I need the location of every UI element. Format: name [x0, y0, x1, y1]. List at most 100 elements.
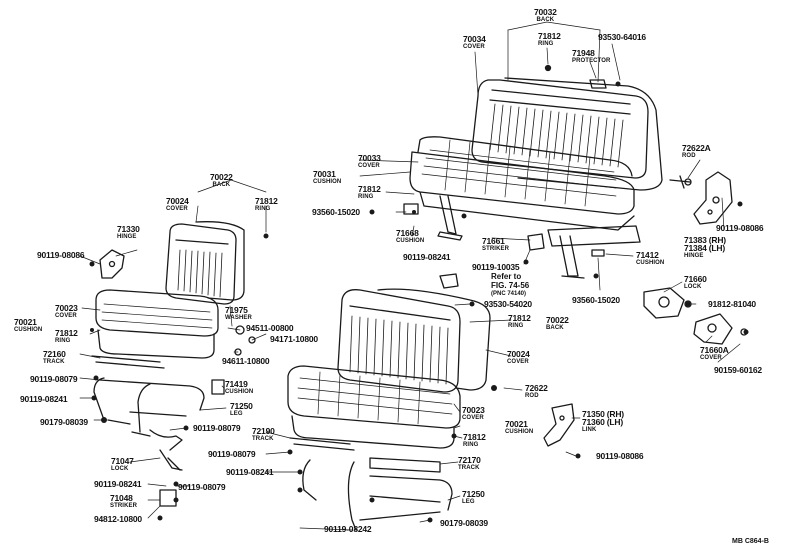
part-number: 94171-10800: [270, 334, 318, 344]
callout-71360: 71360 (LH) LINK: [582, 418, 623, 434]
callout-71812-center-cushion: 71812 RING: [463, 433, 486, 449]
part-number: 90119-08079: [30, 374, 78, 384]
part-number: 90119-08086: [596, 451, 644, 461]
part-name: STRIKER: [482, 246, 510, 252]
part-number: 93560-15020: [312, 207, 360, 217]
part-number: 71975: [225, 305, 248, 315]
left-seat-cushion: [95, 289, 219, 359]
callout-70022-left: 70022 BACK: [210, 173, 233, 189]
part-number: 90119-08242: [324, 524, 372, 534]
part-number: 94511-00800: [246, 323, 294, 333]
part-number: 71812: [255, 196, 278, 206]
callout-70023-center: 70023 COVER: [462, 406, 485, 422]
part-name: COVER: [358, 163, 380, 169]
part-number: 72622A: [682, 143, 711, 153]
callout-71812-left: 71812 RING: [255, 197, 278, 213]
part-number: 90179-08039: [40, 417, 88, 427]
part-number: 90119-08086: [716, 223, 764, 233]
part-number: 90119-08079: [193, 423, 241, 433]
part-number: 90179-08039: [440, 518, 488, 528]
part-number: 71660: [684, 274, 707, 284]
part-name: WASHER: [225, 315, 252, 321]
part-name: RING: [55, 338, 71, 344]
part-name: COVER: [507, 359, 529, 365]
callout-70022-center: 70022 BACK: [546, 316, 569, 332]
part-number: 70024: [166, 196, 189, 206]
part-number: 90119-08086: [37, 250, 85, 260]
callout-70031: 70031 CUSHION: [313, 170, 341, 186]
rear-seat-back: [471, 77, 663, 191]
part-name: TRACK: [458, 465, 480, 471]
callout-70034: 70034 COVER: [463, 35, 486, 51]
part-name: BACK: [212, 182, 231, 188]
part-number: 71668: [396, 228, 419, 238]
callout-93530-64016: 93530-64016: [598, 33, 646, 42]
callout-93560-15020-center: 93560-15020: [572, 295, 620, 305]
center-seat-frame: [289, 273, 575, 531]
callout-71975: 71975 WASHER: [225, 306, 252, 322]
part-number: 71948: [572, 48, 595, 58]
refer-pnc: (PNC 74140): [491, 291, 527, 297]
part-name: STRIKER: [110, 503, 138, 509]
callout-70023-left: 70023 COVER: [55, 304, 78, 320]
part-number: 71660A: [700, 345, 729, 355]
part-name: TRACK: [43, 359, 65, 365]
callout-70021-left: 70021 CUSHION: [14, 318, 42, 334]
part-number: 90119-08079: [178, 482, 226, 492]
callout-71330: 71330 HINGE: [117, 225, 140, 241]
center-seat-cushion: [287, 365, 461, 449]
part-number: 90119-08241: [403, 252, 451, 262]
callout-90119-10035: 90119-10035: [472, 263, 520, 272]
part-number: 71812: [538, 31, 561, 41]
part-number: 71412: [636, 250, 659, 260]
callout-70024-center: 70024 COVER: [507, 350, 530, 366]
part-name: LEG: [462, 499, 475, 505]
callout-71048: 71048 STRIKER: [110, 494, 137, 510]
callout-90119-08086-rear: 90119-08086: [716, 223, 764, 233]
part-name: HINGE: [117, 234, 137, 240]
callout-90179-08039-left: 90179-08039: [40, 417, 88, 427]
refer-text: Refer to: [491, 272, 522, 281]
part-number: 71250: [230, 401, 253, 411]
part-name: CUSHION: [14, 327, 43, 333]
part-number: 71047: [111, 456, 134, 466]
part-number: 70023: [55, 303, 78, 313]
part-number: 70032: [534, 7, 557, 17]
callout-94611-10800: 94611-10800: [222, 357, 270, 366]
part-number: 90119-08241: [20, 394, 68, 404]
part-number: 90119-08079: [208, 449, 256, 459]
callout-71668: 71668 CUSHION: [396, 229, 424, 245]
part-number: 93560-15020: [572, 295, 620, 305]
callout-72160: 72160 TRACK: [43, 350, 66, 366]
part-name: BACK: [536, 17, 555, 23]
callout-70032: 70032 BACK: [534, 8, 557, 24]
diagram-code: MB C864-B: [732, 538, 769, 545]
callout-71383: 71383 (RH): [684, 236, 726, 245]
callout-71812-ring-rear: 71812 RING: [358, 185, 381, 201]
part-number: 93530-54020: [484, 299, 532, 309]
part-number: 70021: [505, 419, 528, 429]
part-name: RING: [255, 206, 271, 212]
part-name: CUSHION: [225, 389, 254, 395]
callout-71350: 71350 (RH): [582, 410, 624, 419]
callout-71812-center: 71812 RING: [508, 314, 531, 330]
callout-90119-08242: 90119-08242: [324, 524, 372, 534]
callout-90119-08079-left: 90119-08079: [30, 374, 78, 384]
callout-71412: 71412 CUSHION: [636, 251, 664, 267]
callout-90119-08086-left: 90119-08086: [37, 250, 85, 260]
part-name: LEG: [230, 411, 243, 417]
part-name: TRACK: [252, 436, 274, 442]
part-number: 94812-10800: [94, 514, 142, 524]
part-number: 71048: [110, 493, 133, 503]
part-number: 71812: [508, 313, 531, 323]
callout-72190: 72190 TRACK: [252, 427, 275, 443]
part-number: 70022: [546, 315, 569, 325]
part-name: COVER: [700, 355, 722, 361]
part-name: RING: [538, 41, 554, 47]
lock-assembly: [643, 287, 748, 345]
part-number: 71330: [117, 224, 140, 234]
part-number: 70024: [507, 349, 530, 359]
part-number: 71384 (LH): [684, 243, 725, 253]
part-number: 71250: [462, 489, 485, 499]
part-number: 70031: [313, 169, 336, 179]
